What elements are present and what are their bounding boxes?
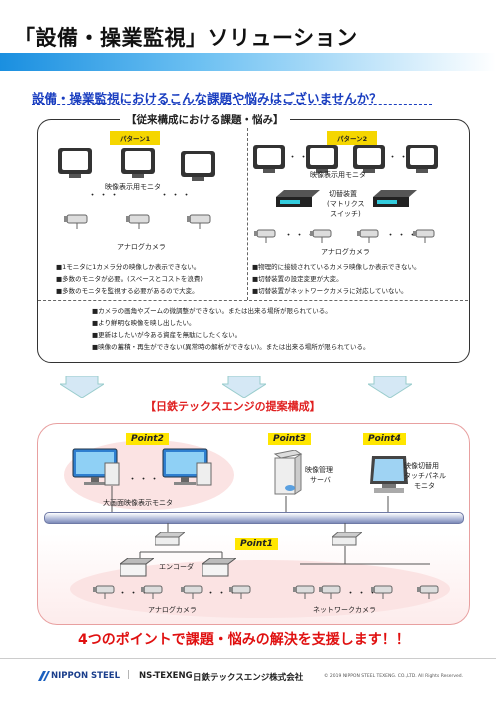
crt-monitor-icon [121,148,155,178]
crt-monitor-icon [181,151,215,181]
switch-label: (マトリクス [327,200,365,208]
encoder-label: エンコーダ [159,563,194,571]
encoder-icon [120,558,154,577]
network-camera-icon [293,585,315,599]
company-name: 日鉄テックスエンジ株式会社 [193,673,304,683]
analog-camera-icon [64,214,88,229]
analog-camera-icon [254,229,276,243]
analog-camera-icon [181,585,203,599]
title-gradient-bar [0,53,496,71]
dots: ・・・ [88,191,122,201]
down-arrow-icon [222,376,266,398]
pattern1-bullet: ■1モニタに1カメラ分の映像しか表示できない。 [56,263,201,271]
network-switch-icon [155,532,185,546]
crt-monitor-icon [58,148,92,178]
matrix-switch-icon [276,190,320,207]
analog-camera-icon [141,585,163,599]
server-label: サーバ [310,476,331,484]
analog-camera-icon [357,229,379,243]
pattern2-bullet: ■切替装置がネットワークカメラに対応していない。 [252,287,408,295]
network-camera-icon [371,585,393,599]
pc-tower-icon [196,462,212,486]
point4-badge: Point4 [363,433,406,445]
pattern1-monitor-label: 映像表示用モニタ [105,183,161,191]
matrix-switch-icon [373,190,417,207]
touch-panel-label: モニタ [414,482,435,490]
analog-camera-icon [126,214,150,229]
crt-monitor-icon [306,145,338,173]
common-bullet: ■カメラの画角やズームの微調整ができない。または出来る場所が限られている。 [92,307,332,315]
pattern1-bullet: ■多数のモニタが必要。(スペースとコストを浪費) [56,275,203,283]
nippon-steel-logo-icon [38,671,50,681]
dots: ・・・ [118,589,152,599]
dots: ・・・ [206,589,240,599]
crt-monitor-icon [406,145,438,173]
down-arrow-icon [60,376,104,398]
copyright: © 2019 NIPPON STEEL TEXENG. CO.,LTD. All… [324,674,464,679]
pattern1-bullet: ■多数のモニタを監視する必要があるので大変。 [56,287,199,295]
point1-badge: Point1 [235,538,278,550]
common-bullet: ■更新はしたいが今ある資産を無駄にしたくない。 [92,331,242,339]
network-camera-icon [319,585,341,599]
dots: ・・・ [284,231,318,241]
analog-camera-icon [93,585,115,599]
dots: ・・・ [128,475,162,485]
question-heading: 設備・操業監視におけるこんな課題や悩みはございませんか？ [32,91,382,106]
pattern1-tag: パターン1 [110,131,161,145]
common-bullet: ■より鮮明な映像を映し出したい。 [92,319,196,327]
pattern-divider [247,128,248,300]
analog-camera-icon [310,229,332,243]
nippon-steel-logo: NIPPON STEEL [51,671,120,681]
dots: ・・・ [160,191,194,201]
page-title: 「設備・操業監視」ソリューション [14,26,358,50]
analog-camera-label: アナログカメラ [148,606,197,614]
analog-camera-icon [229,585,251,599]
large-monitor-label: 大画面映像表示モニタ [103,499,173,507]
texeng-logo: NS-TEXENG [139,671,193,681]
network-switch-icon [332,532,362,546]
pattern2-bullet: ■物理的に接続されているカメラ映像しか表示できない。 [252,263,421,271]
crt-monitor-icon [253,145,285,173]
proposal-heading: 【日鉄テックスエンジの提案構成】 [145,400,321,413]
question-underline [32,104,432,105]
bottom-message: 4つのポイントで課題・悩みの解決を支援します！！ [78,632,410,648]
point3-badge: Point3 [268,433,311,445]
down-arrow-icon [368,376,412,398]
pattern2-monitor-label: 映像表示用モニタ [310,171,366,179]
encoder-icon [202,558,236,577]
pc-tower-icon [104,462,120,486]
network-camera-icon [417,585,439,599]
server-icon [273,450,303,495]
footer-separator: | [127,670,130,680]
pattern2-camera-label: アナログカメラ [321,248,370,256]
touch-panel-monitor-icon [370,456,408,493]
touch-panel-label: タッチパネル [404,472,446,480]
point2-badge: Point2 [126,433,169,445]
touch-panel-label: 映像切替用 [404,462,439,470]
network-camera-label: ネットワークカメラ [313,606,376,614]
dots: ・・・ [386,231,420,241]
pattern2-bullet: ■切替装置の設定変更が大変。 [252,275,343,283]
crt-monitor-icon [353,145,385,173]
dots: ・・・ [346,589,380,599]
dots: ・・・ [288,153,322,163]
network-bus [44,512,464,524]
conventional-heading: 【従来構成における課題・悩み】 [120,112,290,127]
pattern2-tag: パターン2 [327,131,378,145]
analog-camera-icon [413,229,435,243]
common-bullet: ■映像の蓄積・再生ができない(異常時の解析ができない)。または出来る場所が限られ… [92,343,370,351]
analog-camera-icon [187,214,211,229]
pattern1-camera-label: アナログカメラ [117,243,166,251]
footer-divider [0,658,496,659]
common-divider [38,300,468,301]
dots: ・・・ [388,153,422,163]
flat-monitor-icon [162,448,208,485]
switch-label: 切替装置 [329,190,357,198]
switch-label: スイッチ) [330,210,361,218]
server-label: 映像管理 [305,466,333,474]
